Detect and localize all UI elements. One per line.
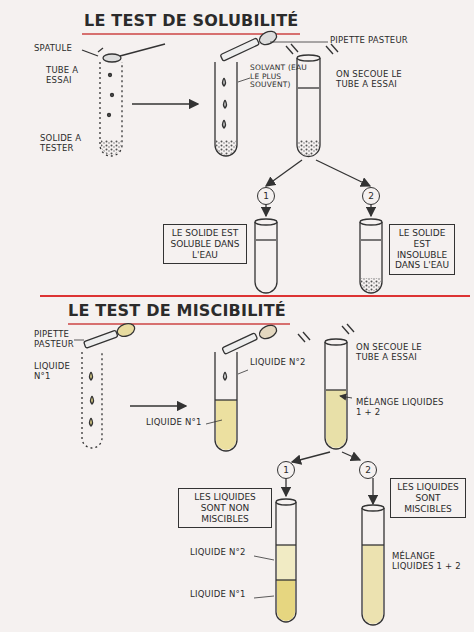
step-circle: 1	[277, 461, 295, 479]
step-circle: 2	[359, 461, 377, 479]
annotation: LIQUIDE N°1	[146, 418, 206, 428]
section-title: LE TEST DE SOLUBILITÉ	[84, 12, 344, 30]
annotation: LIQUIDE N°2	[190, 548, 252, 558]
step-number: 1	[283, 465, 289, 476]
annotation: TUBE A ESSAI	[46, 66, 92, 86]
step-circle: 1	[257, 187, 275, 205]
result-box: LE SOLIDE EST INSOLUBLE DANS L'EAU	[389, 224, 455, 275]
annotation: SOLVANT (EAU LE PLUS SOUVENT)	[250, 64, 318, 90]
result-box: LES LIQUIDES SONT NON MISCIBLES	[178, 488, 272, 528]
step-number: 2	[365, 465, 371, 476]
result-text: LES LIQUIDES SONT MISCIBLES	[395, 482, 461, 514]
result-box: LES LIQUIDES SONT MISCIBLES	[390, 478, 466, 518]
step-number: 1	[263, 191, 269, 202]
result-text: LE SOLIDE EST SOLUBLE DANS L'EAU	[168, 228, 242, 260]
result-box: LE SOLIDE EST SOLUBLE DANS L'EAU	[163, 224, 247, 264]
annotation: MÉLANGE LIQUIDES 1 + 2	[356, 398, 448, 418]
annotation: ON SECOUE LE TUBE A ESSAI	[356, 343, 442, 363]
result-text: LES LIQUIDES SONT NON MISCIBLES	[183, 492, 267, 524]
annotation: MÉLANGE LIQUIDES 1 + 2	[392, 552, 464, 572]
section-title: LE TEST DE MISCIBILITÉ	[68, 302, 328, 320]
annotation: ON SECOUE LE TUBE A ESSAI	[336, 70, 422, 90]
annotation: LIQUIDE N°2	[250, 358, 312, 368]
step-number: 2	[368, 191, 374, 202]
annotation: PIPETTE PASTEUR	[34, 330, 78, 350]
annotation: SPATULE	[34, 44, 84, 54]
annotation: LIQUIDE N°1	[34, 362, 78, 382]
annotation: PIPETTE PASTEUR	[330, 36, 440, 46]
result-text: LE SOLIDE EST INSOLUBLE DANS L'EAU	[394, 228, 450, 271]
annotation: SOLIDE A TESTER	[40, 134, 96, 154]
annotation: LIQUIDE N°1	[190, 590, 252, 600]
step-circle: 2	[362, 187, 380, 205]
